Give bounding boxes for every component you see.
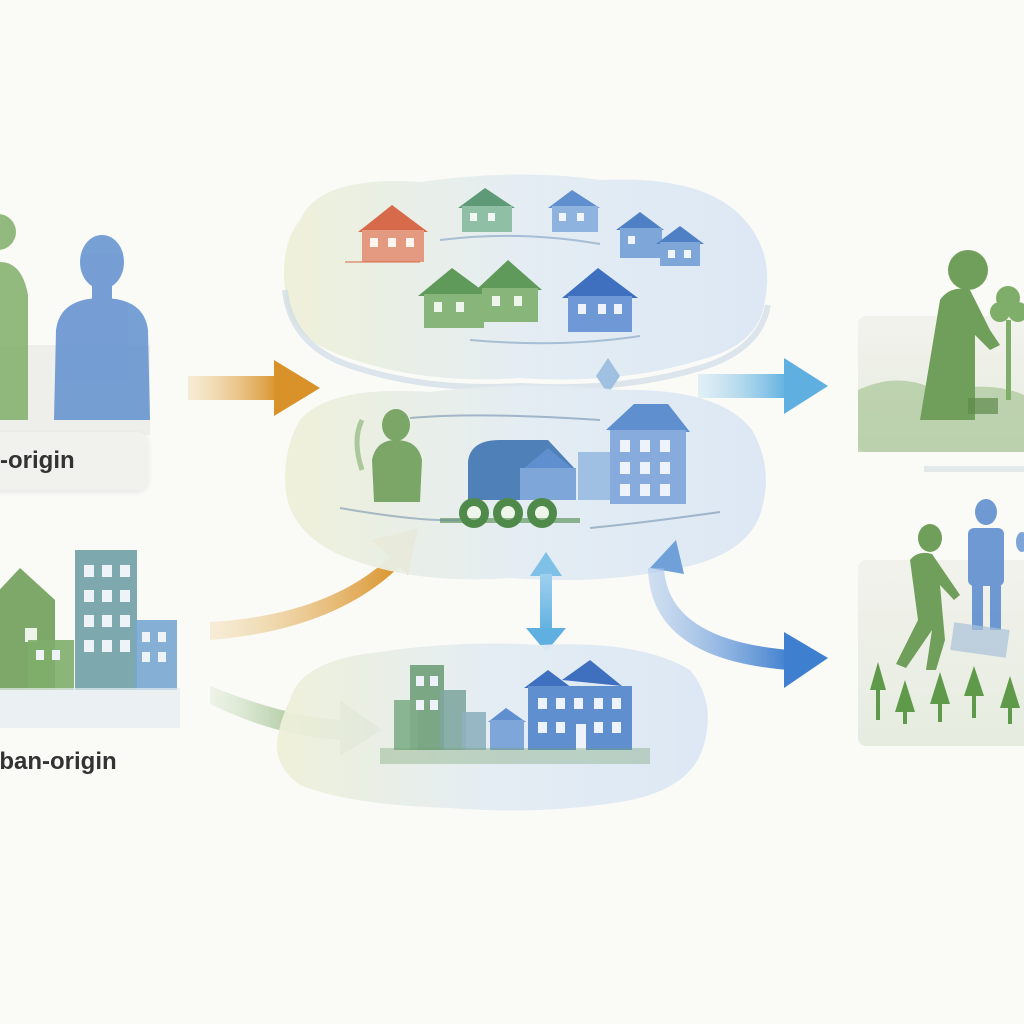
community-person-icon: [968, 499, 1004, 630]
connector-diamond: [596, 358, 620, 394]
city-buildings-icon: [380, 660, 650, 764]
red-house-icon: [358, 205, 428, 262]
gardener-person-icon: [920, 250, 1000, 420]
city-cloud: [276, 643, 708, 811]
map-sheet: [950, 622, 1010, 658]
rural-origin-label: al-origin: [0, 432, 148, 490]
urban-origin-text: rban-origin: [0, 748, 117, 775]
arrow-integration-to-planting: [648, 540, 828, 688]
integration-house-icon: [468, 440, 610, 500]
blue-house-icon: [548, 190, 600, 232]
tree-planting-scene: [858, 499, 1024, 746]
integration-cloud: [285, 385, 766, 581]
blue-houses-icon: [616, 212, 704, 266]
plant-icon: [990, 286, 1024, 400]
green-houses-icon: [418, 260, 542, 328]
village-cloud: [282, 174, 771, 391]
community-tokens: [440, 498, 580, 528]
rural-origin-text: al-origin: [0, 447, 75, 474]
urban-buildings-icon: [0, 550, 180, 728]
arrow-village-to-gardening: [698, 358, 828, 414]
arrow-integration-city: [526, 552, 566, 652]
seedlings-icon: [870, 662, 1020, 724]
arrow-rural-to-integration: [188, 360, 320, 416]
blue-house-center-icon: [562, 268, 638, 332]
urban-person-icon: [54, 235, 150, 420]
urban-origin-label: rban-origin: [0, 740, 150, 784]
integration-building-icon: [606, 404, 690, 504]
green-house-icon: [458, 188, 515, 232]
rural-people-group: [0, 214, 150, 435]
rural-person-icon: [0, 214, 28, 420]
newcomer-person-icon: [372, 409, 422, 502]
panel-shadow: [924, 466, 1024, 472]
planter-person-icon: [896, 524, 960, 670]
gardening-scene: [858, 250, 1024, 472]
